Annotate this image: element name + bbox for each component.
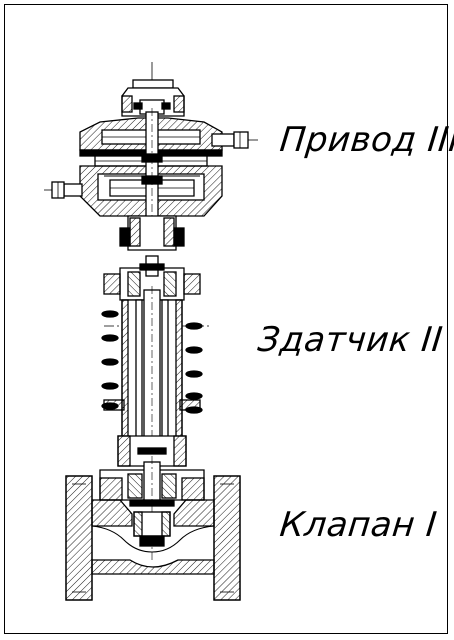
body-wall-upper-left — [91, 499, 133, 527]
valve-seat — [139, 535, 165, 547]
top-cap — [132, 79, 174, 89]
label-actuator: Привод III — [277, 120, 454, 160]
right-fitting — [211, 133, 235, 147]
top-nut-detail-right — [161, 102, 171, 110]
sensor-section — [101, 255, 210, 467]
label-sensor: Здатчик II — [255, 320, 445, 360]
left-fitting — [63, 183, 83, 197]
body-wall-upper-right — [173, 499, 215, 527]
top-nut-hatch-left — [121, 95, 133, 113]
top-nut-hatch-right — [173, 95, 185, 113]
left-flange — [65, 475, 93, 601]
label-valve: Клапан I — [277, 505, 439, 545]
top-nut-detail-left — [133, 102, 143, 110]
drawing-frame — [4, 4, 448, 634]
right-flange — [213, 475, 241, 601]
body-wall-lower — [91, 559, 215, 575]
flow-passage — [91, 525, 215, 553]
valve-section — [65, 456, 241, 601]
actuator-section — [44, 62, 258, 251]
